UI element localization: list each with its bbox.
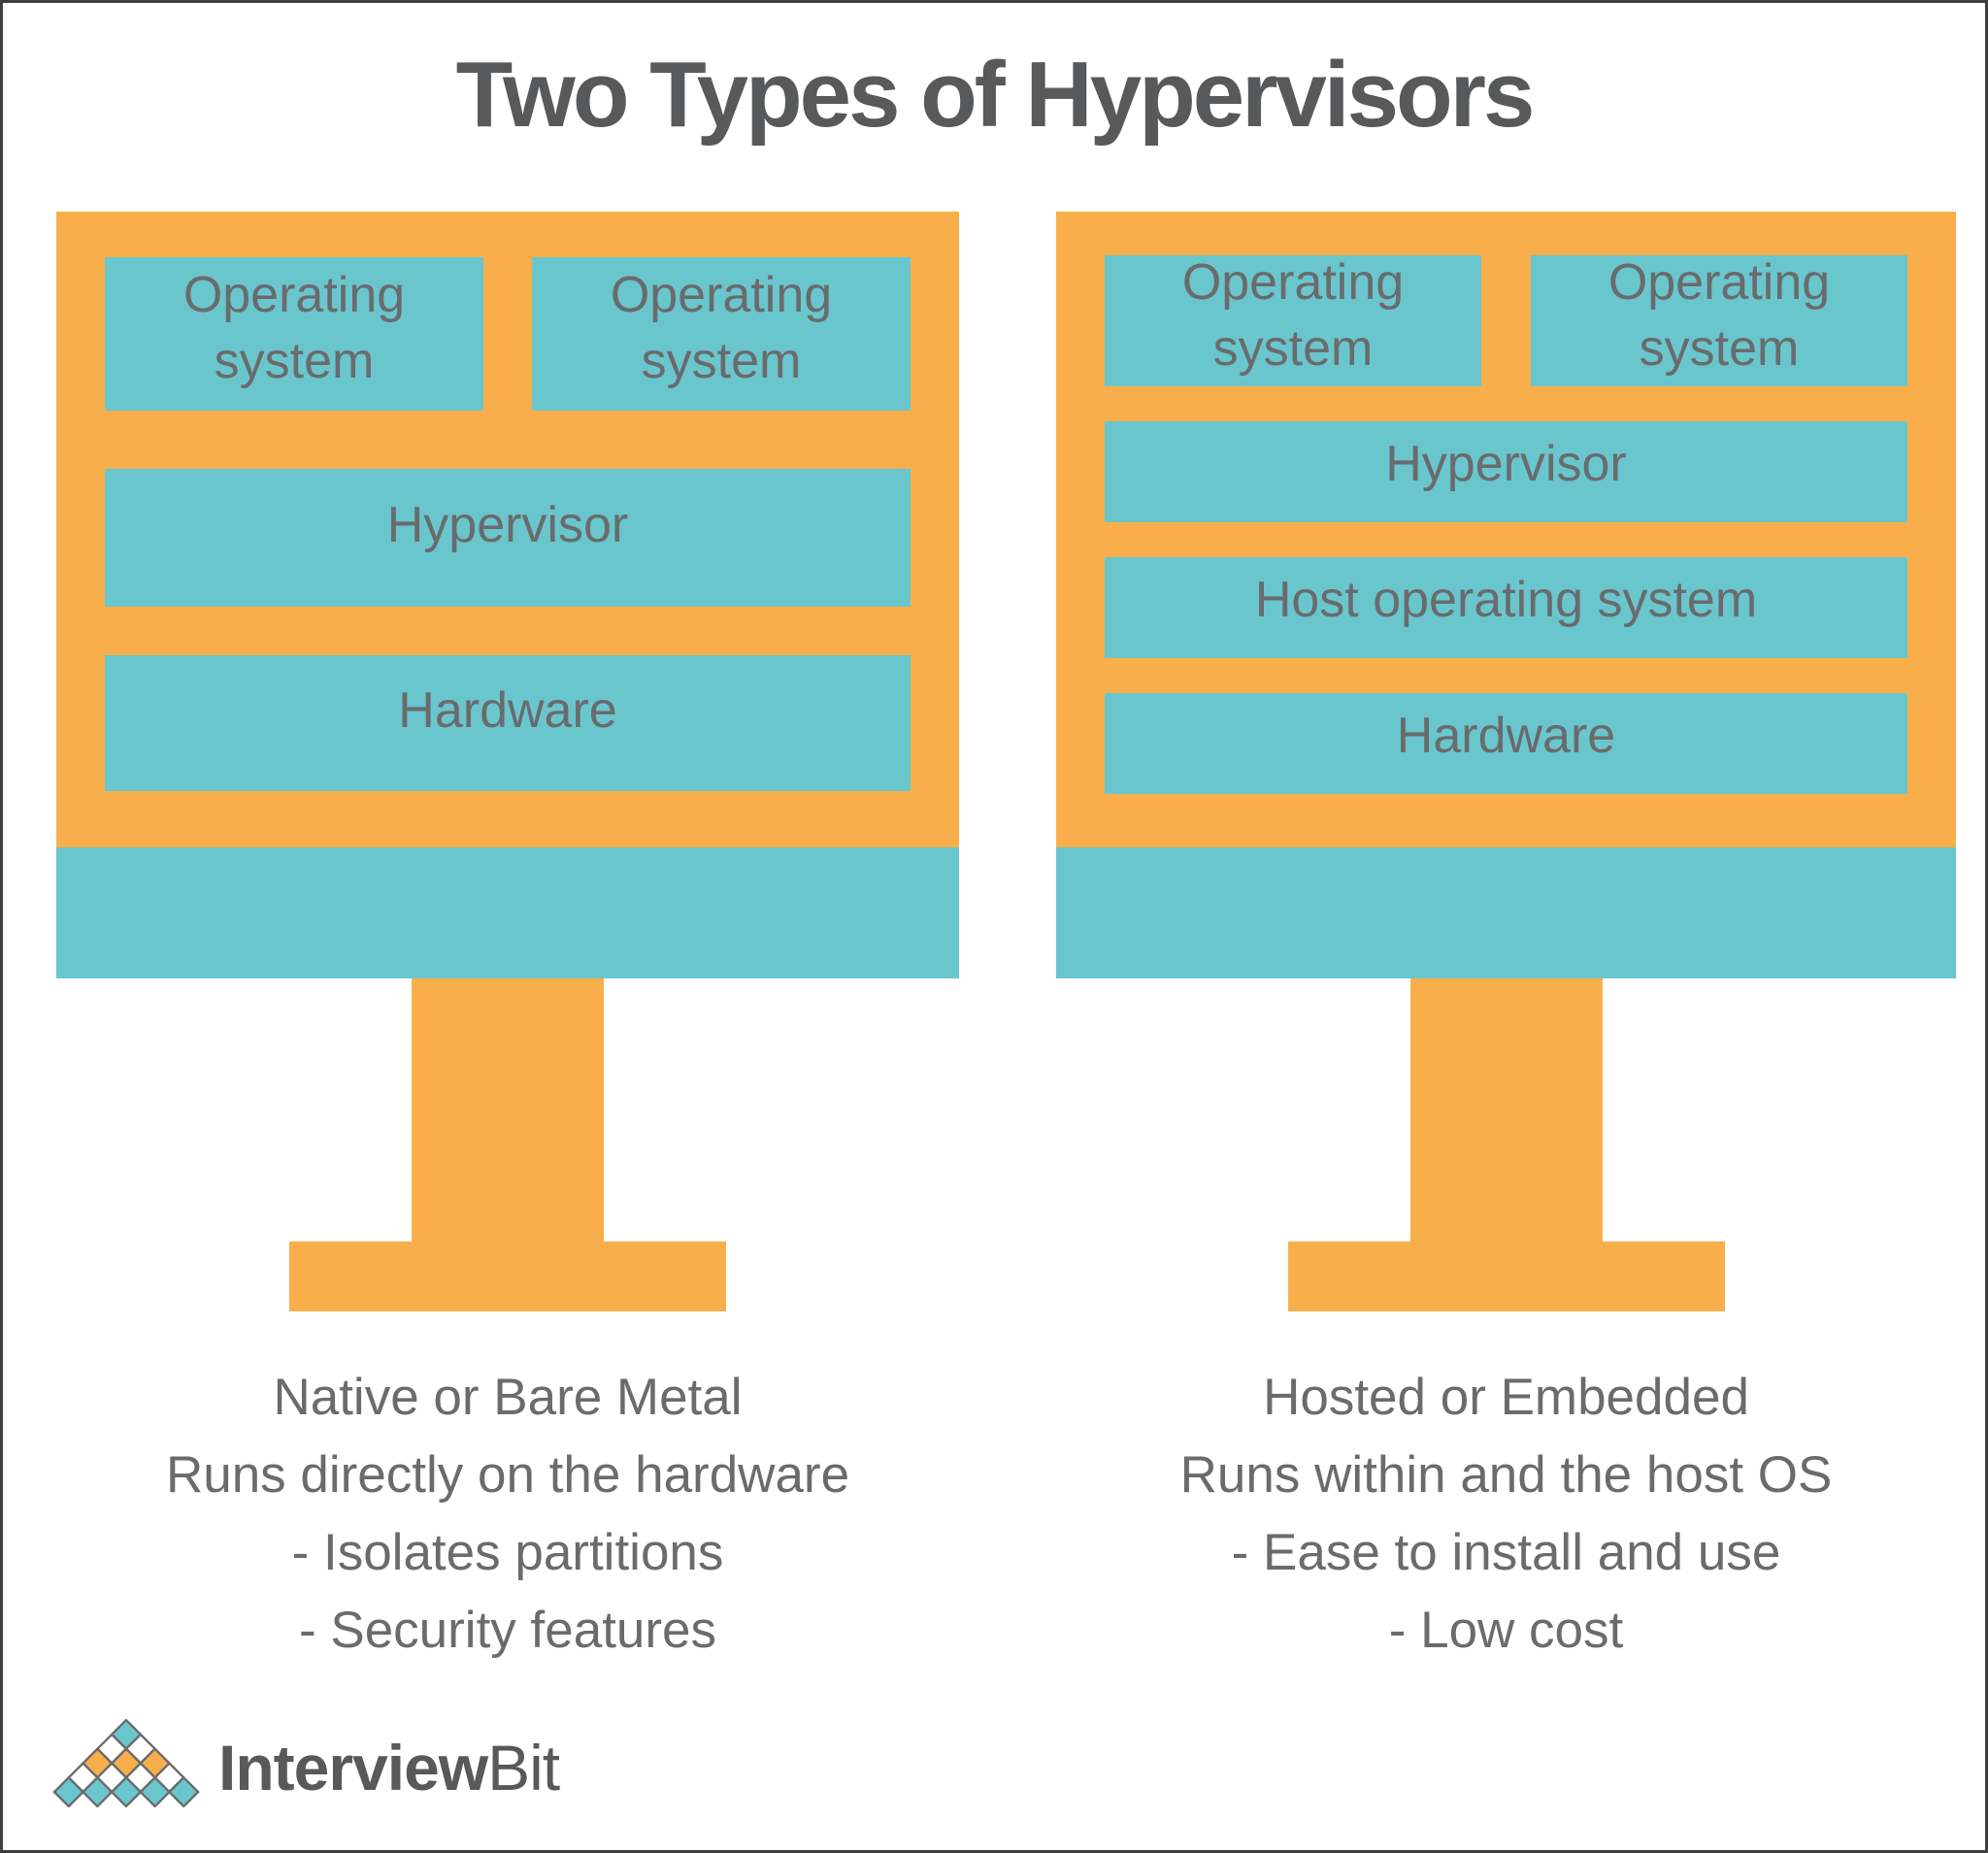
type2-host-os-box: Host operating system [1105,557,1907,658]
type1-screen: Operating system Operating system Hyperv… [56,212,959,847]
type1-os-row: Operating system Operating system [105,257,911,411]
interviewbit-logo: InterviewBit [50,1719,560,1807]
type2-hypervisor-box: Hypervisor [1105,421,1907,522]
type2-caption: Hosted or Embedded Runs within and the h… [1056,1359,1956,1670]
type1-monitor-stand-base [289,1241,726,1311]
logo-word-bit: Bit [487,1732,560,1803]
type1-monitor: Operating system Operating system Hyperv… [56,212,959,1311]
page-title: Two Types of Hypervisors [455,43,1536,147]
type1-caption-line: Runs directly on the hardware [165,1446,850,1504]
type1-os-box-1: Operating system [105,257,483,411]
type1-monitor-stand-neck [412,978,604,1241]
type1-hardware-box: Hardware [105,655,911,791]
type2-hardware-box: Hardware [1105,693,1907,794]
type2-caption-line: - Ease to install and use [1231,1524,1781,1581]
type1-caption-line: - Isolates partitions [291,1524,724,1581]
logo-wordmark: InterviewBit [218,1736,560,1807]
type2-caption-line: Runs within and the host OS [1179,1446,1833,1504]
diamond-pyramid-icon [52,1719,200,1807]
type2-os-box-1: Operating system [1105,254,1481,386]
type1-monitor-bezel [56,847,959,978]
type2-caption-line: Hosted or Embedded [1263,1369,1749,1426]
type2-os-box-2: Operating system [1531,254,1907,386]
type1-caption-line: - Security features [298,1602,717,1659]
type2-caption-line: - Low cost [1388,1602,1624,1659]
type2-monitor-bezel [1056,847,1956,978]
type1-caption: Native or Bare Metal Runs directly on th… [56,1359,959,1670]
type2-monitor: Operating system Operating system Hyperv… [1056,212,1956,1311]
type2-os-row: Operating system Operating system [1105,254,1907,386]
logo-word-interview: Interview [218,1732,488,1803]
type2-monitor-stand-neck [1409,978,1603,1241]
type2-screen: Operating system Operating system Hyperv… [1056,212,1956,847]
type2-monitor-stand-base [1287,1241,1725,1311]
type1-hypervisor-box: Hypervisor [105,469,911,607]
type1-os-box-2: Operating system [532,257,911,411]
type1-caption-line: Native or Bare Metal [273,1369,743,1426]
